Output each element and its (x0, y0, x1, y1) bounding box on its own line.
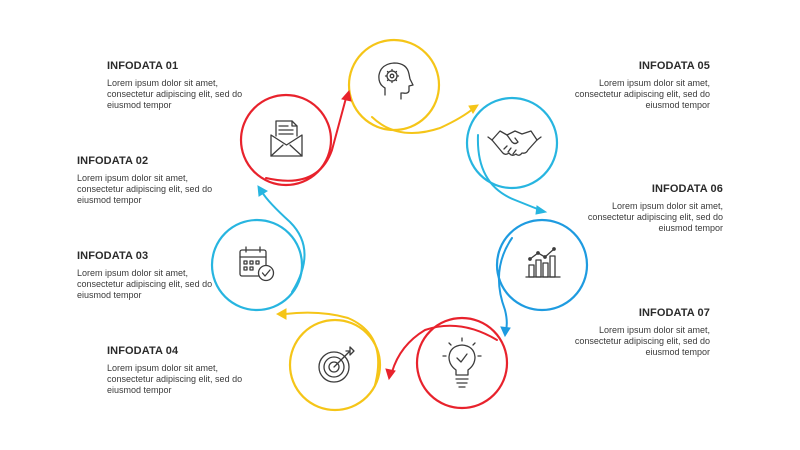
arrow-target-to-calendar-tip (275, 308, 287, 320)
info-title: INFODATA 07 (638, 307, 710, 319)
info-block-05: INFODATA 05 Lorem ipsum dolor sit amet, … (570, 60, 710, 111)
info-title: INFODATA 06 (651, 183, 723, 195)
info-text: Lorem ipsum dolor sit amet, consectetur … (77, 268, 213, 300)
info-text: Lorem ipsum dolor sit amet, consectetur … (574, 78, 710, 110)
circle-head-gear (347, 38, 441, 132)
info-text: Lorem ipsum dolor sit amet, consectetur … (107, 78, 243, 110)
envelope-document-icon (270, 120, 303, 157)
info-title: INFODATA 05 (638, 60, 710, 72)
lightbulb-icon (442, 337, 482, 388)
info-title: INFODATA 01 (107, 60, 179, 72)
calendar-check-icon (239, 246, 275, 282)
arrow-chart-to-lightbulb (497, 237, 513, 331)
handshake-icon (487, 130, 542, 156)
arrow-head-to-handshake-tip (468, 104, 479, 114)
circle-target (288, 318, 382, 412)
target-icon (318, 346, 355, 383)
info-text: Lorem ipsum dolor sit amet, consectetur … (574, 325, 710, 357)
arrow-handshake-to-chart-tip (535, 205, 548, 215)
circle-handshake (465, 96, 559, 190)
info-text: Lorem ipsum dolor sit amet, consectetur … (107, 363, 243, 395)
arrow-lightbulb-to-target-tip (385, 368, 396, 381)
info-block-02: INFODATA 02 Lorem ipsum dolor sit amet, … (77, 155, 217, 206)
arrow-handshake-to-chart (476, 134, 541, 211)
circle-lightbulb (415, 316, 509, 410)
bar-chart-icon (525, 247, 561, 278)
info-block-07: INFODATA 07 Lorem ipsum dolor sit amet, … (570, 307, 710, 358)
info-title: INFODATA 04 (107, 345, 179, 357)
arrow-calendar-to-envelope-tip (257, 185, 268, 197)
arrow-target-to-calendar (284, 311, 380, 386)
circle-calendar (210, 218, 304, 312)
arrow-chart-to-lightbulb-tip (500, 326, 511, 338)
arrow-envelope-to-head (265, 97, 347, 182)
arrow-lightbulb-to-target (391, 324, 498, 373)
circle-envelope (239, 93, 333, 187)
info-block-04: INFODATA 04 Lorem ipsum dolor sit amet, … (107, 345, 247, 396)
info-text: Lorem ipsum dolor sit amet, consectetur … (587, 201, 723, 233)
info-text: Lorem ipsum dolor sit amet, consectetur … (77, 173, 213, 205)
info-block-03: INFODATA 03 Lorem ipsum dolor sit amet, … (77, 250, 217, 301)
arrow-envelope-to-head-tip (341, 89, 352, 102)
info-block-01: INFODATA 01 Lorem ipsum dolor sit amet, … (107, 60, 247, 111)
arrow-head-to-handshake (371, 107, 475, 134)
circle-chart (495, 218, 589, 312)
info-block-06: INFODATA 06 Lorem ipsum dolor sit amet, … (583, 183, 723, 234)
head-gear-icon (378, 62, 414, 100)
info-title: INFODATA 02 (77, 155, 149, 167)
arrow-calendar-to-envelope (261, 191, 306, 293)
info-title: INFODATA 03 (77, 250, 149, 262)
